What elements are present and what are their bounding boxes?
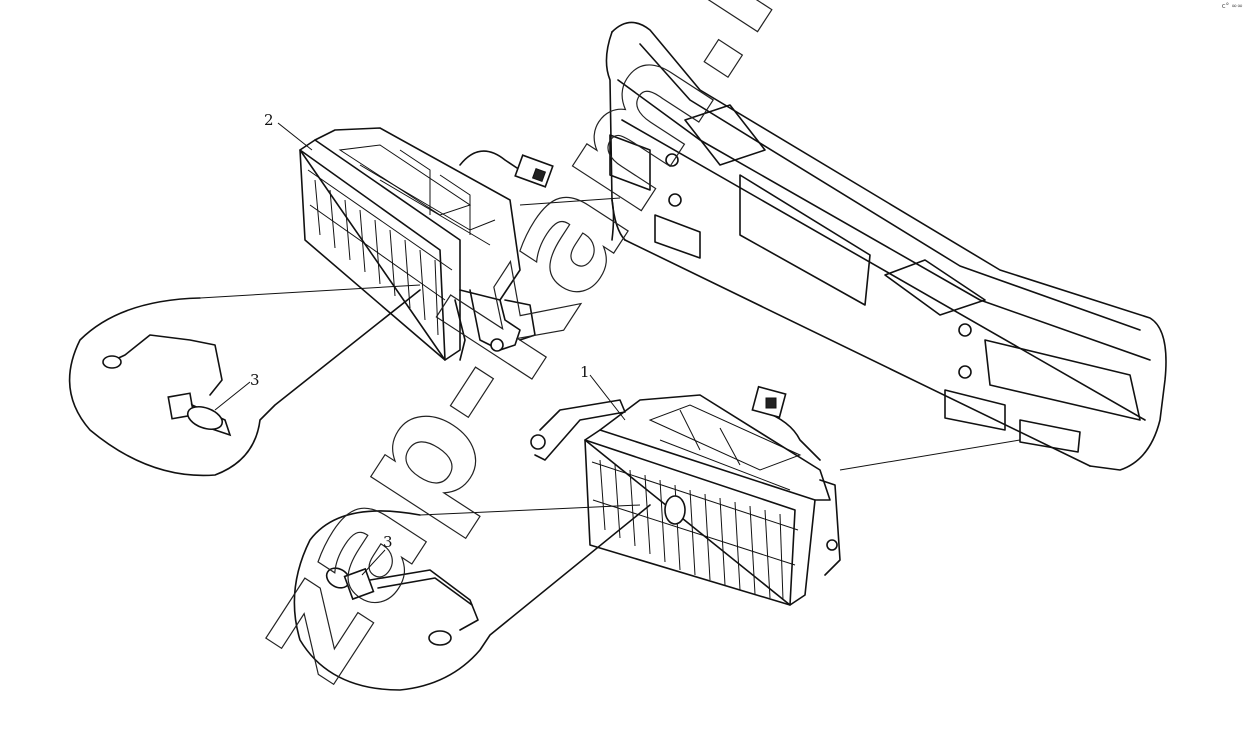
fog-lamp-2 [299,127,554,361]
bulb-detail-lower [293,504,651,691]
callout-item-3-lower: 3 [361,533,393,576]
callout-item-1: 1 [580,363,626,421]
callout-label-3-lower: 3 [383,533,393,551]
bulb-detail-upper [68,284,421,477]
lamp-1-leader [839,439,1021,471]
callout-label-2: 2 [264,111,274,129]
corner-mark: c° ∞∞ [1221,2,1243,10]
callout-label-3-upper: 3 [250,371,260,389]
callout-item-3-upper: 3 [214,371,260,411]
fog-lamp-1 [530,385,841,606]
callout-item-2: 2 [264,111,313,151]
watermark: zap-kam.ru [214,0,879,710]
lamp-2-leader [519,197,621,206]
front-bumper [605,21,1167,471]
callout-label-1: 1 [580,363,590,381]
